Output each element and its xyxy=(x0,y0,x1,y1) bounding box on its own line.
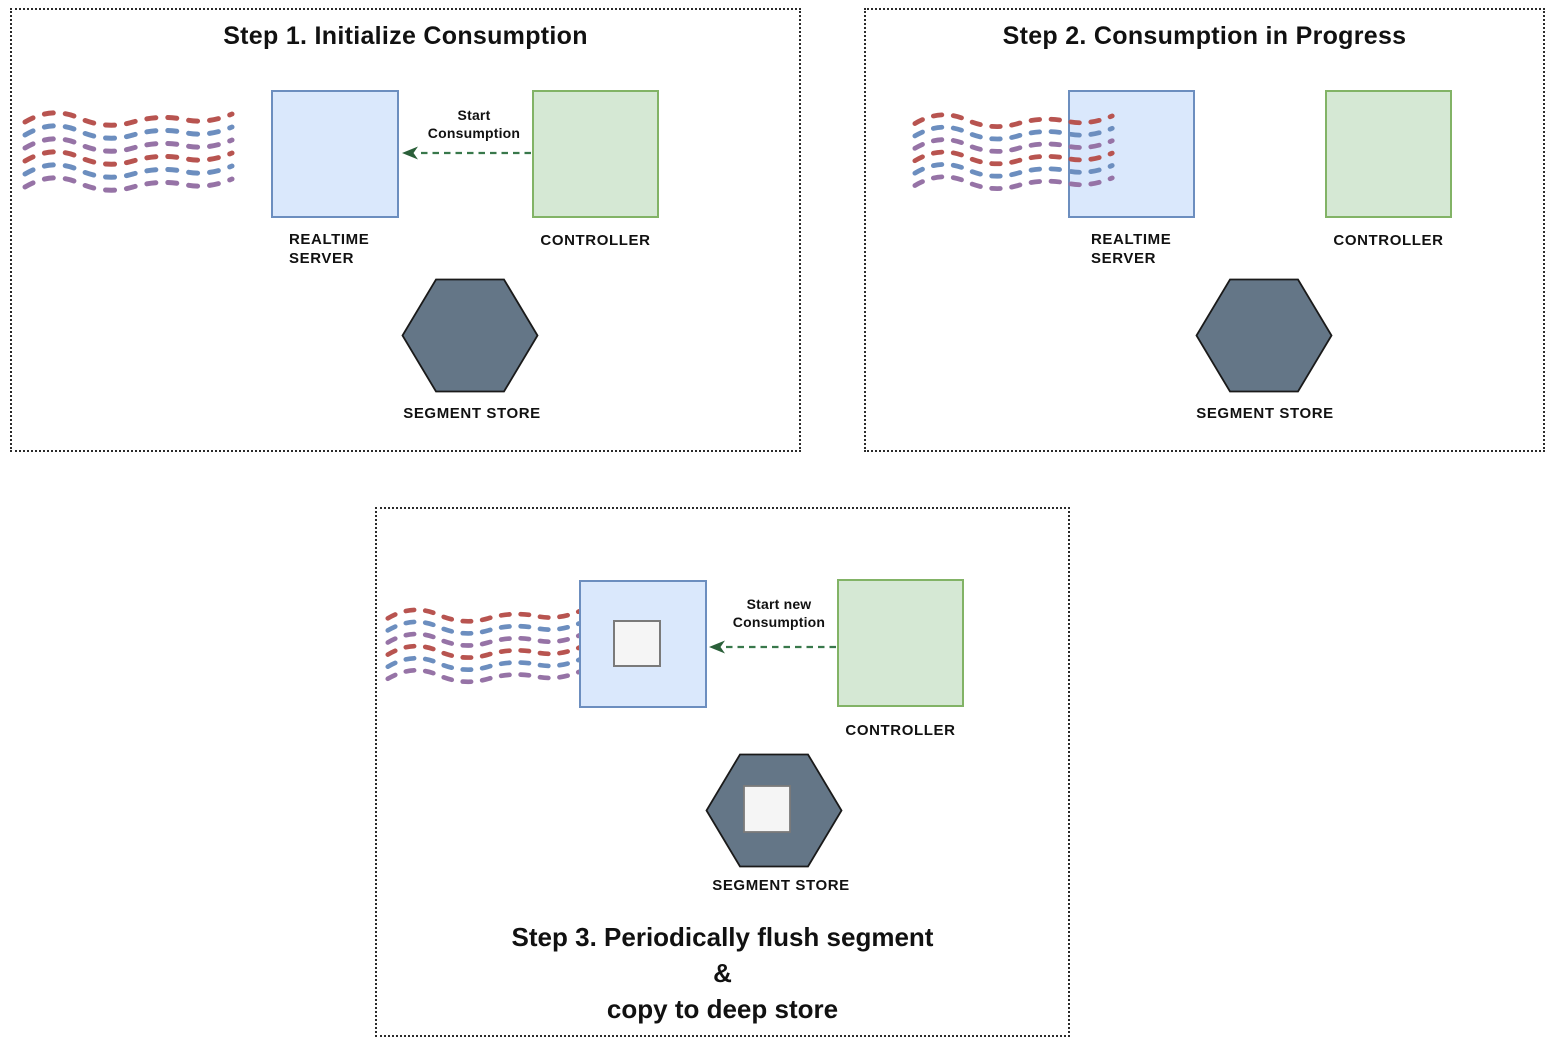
start-consumption-arrow-icon xyxy=(402,146,531,160)
panel-step3-caption: Step 3. Periodically flush segment & cop… xyxy=(511,922,934,1024)
segment-store-label: SEGMENT STORE xyxy=(403,405,541,422)
in-memory-segment-square xyxy=(613,620,661,667)
event-stream-icon xyxy=(22,110,235,193)
start-new-consumption-label: Start new Consumption xyxy=(732,596,826,630)
panel-step2: Step 2. Consumption in Progress REALTIME… xyxy=(864,8,1545,452)
panel-step1: Step 1. Initialize Consumption REALTIME … xyxy=(10,8,801,452)
event-stream-icon xyxy=(912,112,1115,191)
start-consumption-label: Start Consumption xyxy=(427,107,521,141)
segment-store-label: SEGMENT STORE xyxy=(1196,405,1334,422)
segment-store-label: SEGMENT STORE xyxy=(712,877,850,894)
controller-label: CONTROLLER xyxy=(540,232,651,249)
controller-label: CONTROLLER xyxy=(1333,232,1444,249)
start-new-consumption-arrow-icon xyxy=(709,640,836,654)
segment-store-hexagon xyxy=(401,278,539,393)
realtime-server-label: REALTIME SERVER xyxy=(289,231,370,267)
controller-box xyxy=(837,579,964,707)
flushed-segment-square xyxy=(743,785,791,833)
realtime-server-label: REALTIME SERVER xyxy=(1091,231,1172,267)
controller-label: CONTROLLER xyxy=(845,722,956,739)
realtime-server-box xyxy=(271,90,399,218)
segment-store-hexagon xyxy=(705,753,843,868)
controller-box xyxy=(532,90,659,218)
panel-step2-title: Step 2. Consumption in Progress xyxy=(1002,22,1407,50)
panel-step1-title: Step 1. Initialize Consumption xyxy=(223,22,588,50)
event-stream-icon xyxy=(385,607,583,685)
panel-step3: Start new Consumption CONTROLLER SEGMENT… xyxy=(375,507,1070,1037)
segment-store-hexagon xyxy=(1195,278,1333,393)
realtime-server-box xyxy=(1068,90,1195,218)
controller-box xyxy=(1325,90,1452,218)
